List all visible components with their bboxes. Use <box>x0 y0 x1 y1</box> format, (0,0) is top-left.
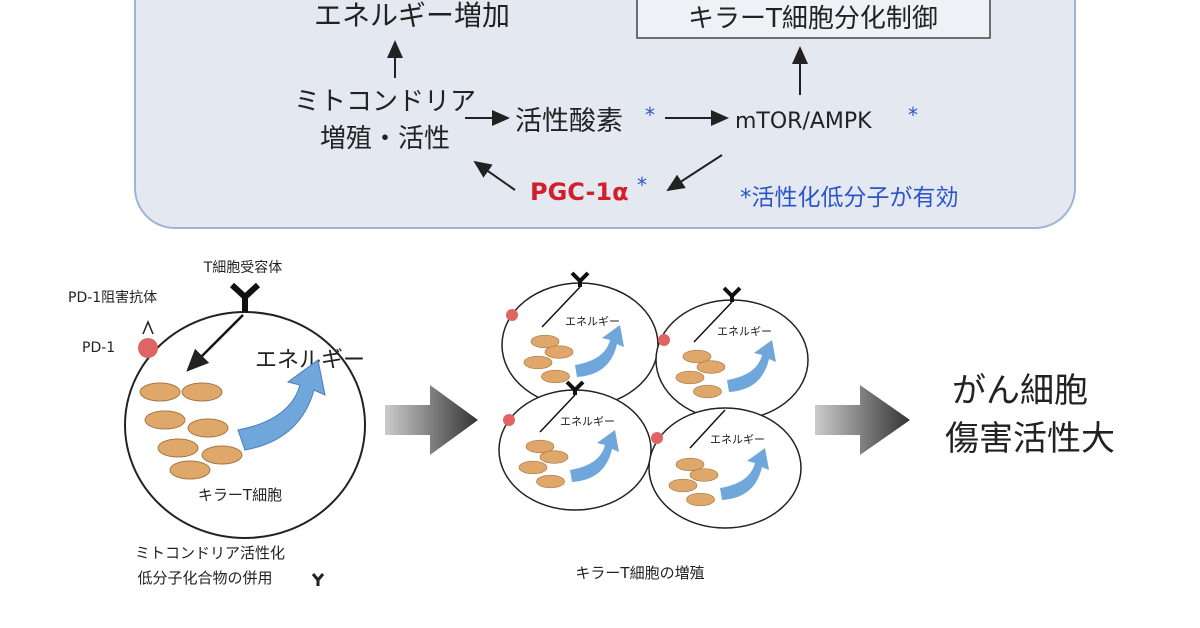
compound-icon <box>311 573 325 586</box>
small-cell: エネルギー <box>498 380 652 511</box>
energy-arrow-icon <box>237 359 326 451</box>
combo-label-2: 低分子化合物の併用 <box>137 569 272 587</box>
energy-label-small: エネルギー <box>560 415 615 428</box>
arrow-pgc-mito <box>473 160 516 191</box>
combo-label-1: ミトコンドリア活性化 <box>135 544 285 562</box>
energy-label-small: エネルギー <box>710 433 765 446</box>
result-arrow <box>815 385 910 455</box>
energy-label-small: エネルギー <box>565 315 620 328</box>
proliferated-cells: エネルギー エネルギー エネルギー エネルギー <box>498 271 809 529</box>
pgc-asterisk: * <box>637 173 647 197</box>
tcr-icon <box>229 282 261 312</box>
small-cell: エネルギー <box>655 286 809 421</box>
killer-t-label: キラーT細胞 <box>198 486 282 504</box>
small-cell: エネルギー <box>648 407 802 529</box>
tcr-label: T細胞受容体 <box>203 259 283 276</box>
result-label-2: 傷害活性大 <box>945 419 1115 459</box>
ros-label: 活性酸素 <box>515 106 623 137</box>
pgc-label: PGC-1α <box>530 178 629 206</box>
proliferation-label: キラーT細胞の増殖 <box>575 564 704 582</box>
mtor-label: mTOR/AMPK <box>735 109 872 134</box>
arrow-mtor-pgc <box>666 154 723 192</box>
pd1-antibody-label: PD-1阻害抗体 <box>68 290 157 306</box>
energy-label-small: エネルギー <box>717 325 772 338</box>
pd1-antibody-icon <box>142 320 154 335</box>
pd1-icon <box>138 338 158 358</box>
pathway-panel <box>134 0 1076 229</box>
mtor-asterisk: * <box>908 103 918 127</box>
killer-t-control-label: キラーT細胞分化制御 <box>688 4 938 34</box>
activator-note: *活性化低分子が有効 <box>740 185 959 211</box>
energy-increase-label: エネルギー増加 <box>314 0 510 32</box>
small-cell: エネルギー <box>501 271 659 408</box>
mito-label-1: ミトコンドリア <box>294 87 476 117</box>
ros-asterisk: * <box>645 103 655 127</box>
pd1-label: PD-1 <box>82 340 115 356</box>
result-label-1: がん細胞 <box>952 371 1088 411</box>
killer-t-control-box <box>636 0 991 39</box>
signal-arrow <box>186 314 244 372</box>
mito-label-2: 増殖・活性 <box>320 124 450 154</box>
proliferation-arrow <box>385 385 478 455</box>
